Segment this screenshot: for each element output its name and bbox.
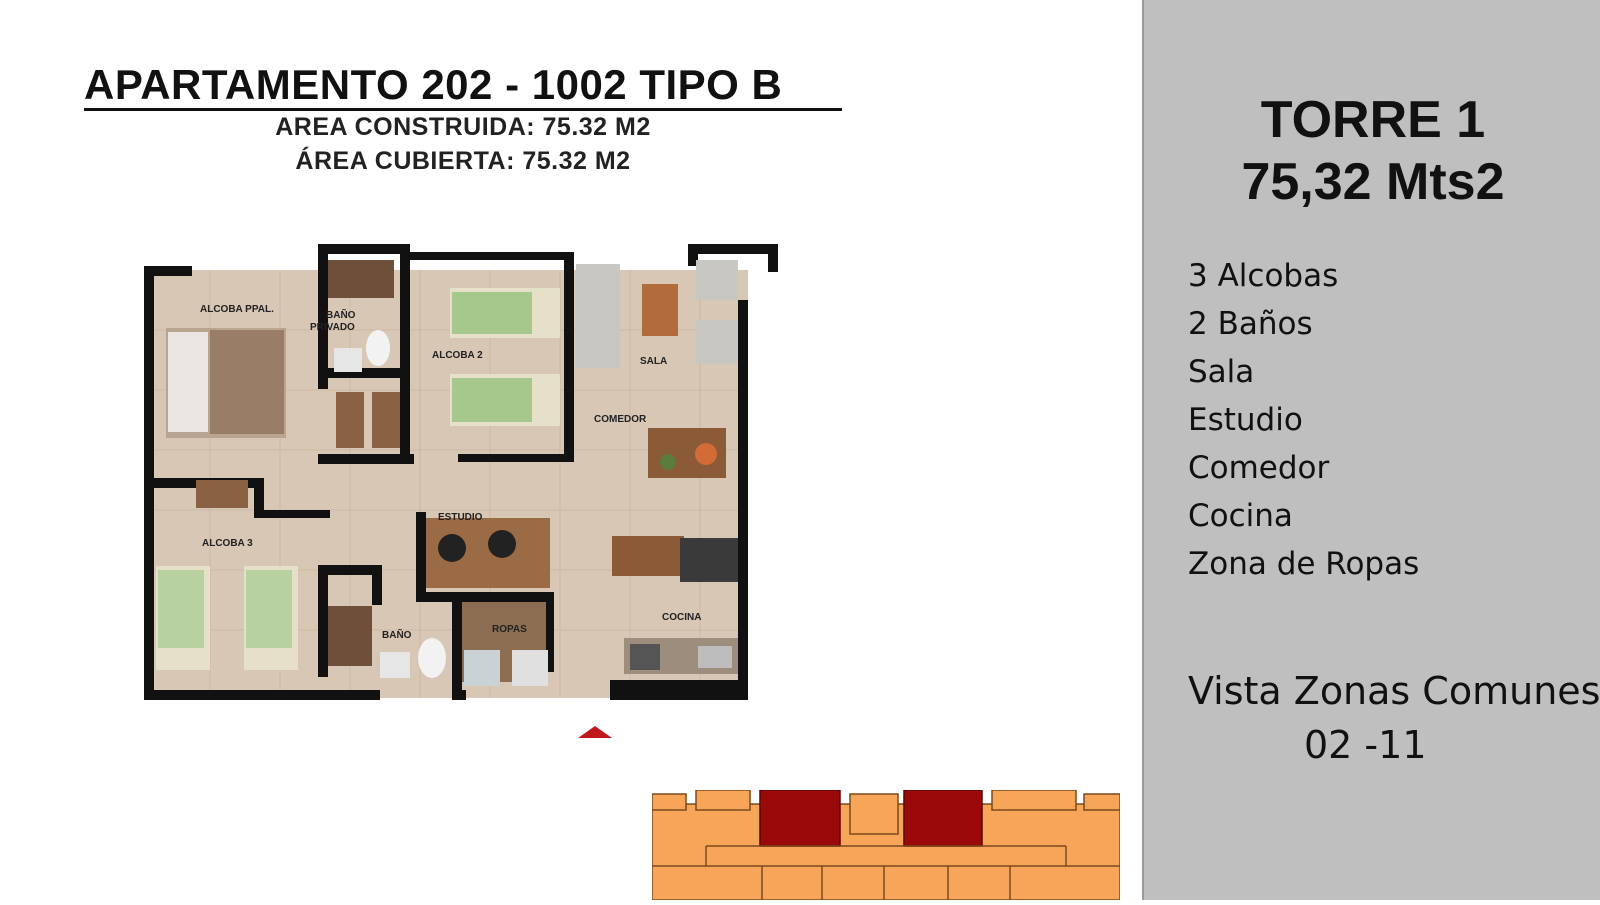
tower-footprint <box>651 789 1121 901</box>
sala-furniture <box>576 260 738 368</box>
walls <box>144 244 778 700</box>
room-label-cocina: COCINA <box>662 612 701 623</box>
room-label-comedor: COMEDOR <box>594 414 647 425</box>
room-label-bano: BAÑO <box>382 628 412 641</box>
feature-item: Zona de Ropas <box>1188 546 1420 582</box>
room-label-ropas: ROPAS <box>492 624 527 635</box>
feature-item: Cocina <box>1188 498 1293 534</box>
vista-range: 02 -11 <box>1304 723 1427 767</box>
comedor-table <box>648 428 726 478</box>
title-underline <box>84 108 842 111</box>
feature-item: Estudio <box>1188 402 1303 438</box>
tower-area: 75,32 Mts2 <box>1241 153 1505 211</box>
area-construida: AREA CONSTRUIDA: 75.32 M2 <box>275 113 651 141</box>
estudio-desk <box>426 518 550 588</box>
feature-list: 3 Alcobas 2 Baños Sala Estudio Comedor C… <box>1188 252 1419 588</box>
info-panel: TORRE 1 75,32 Mts2 3 Alcobas 2 Baños Sal… <box>1142 0 1600 900</box>
ropas-fixtures <box>462 602 548 686</box>
bed-alcoba-2 <box>450 288 560 426</box>
area-cubierta: ÁREA CUBIERTA: 75.32 M2 <box>295 147 631 175</box>
bathroom-fixtures <box>328 260 446 678</box>
entrance-arrow-icon <box>578 726 612 738</box>
tower-name: TORRE 1 <box>1260 91 1486 149</box>
vista-label: Vista Zonas Comunes <box>1188 669 1600 713</box>
room-label-alcoba-2: ALCOBA 2 <box>432 350 483 361</box>
page-title: APARTAMENTO 202 - 1002 TIPO B <box>84 61 783 108</box>
room-label-bano-privado-2: PRIVADO <box>310 322 355 333</box>
feature-item: Comedor <box>1188 450 1330 486</box>
room-label-estudio: ESTUDIO <box>438 512 483 523</box>
room-label-bano-privado-1: BAÑO <box>326 308 356 321</box>
closets <box>196 392 400 508</box>
bed-alcoba-ppal <box>166 328 286 438</box>
feature-item: 2 Baños <box>1188 306 1313 342</box>
room-label-sala: SALA <box>640 356 667 367</box>
feature-item: Sala <box>1188 354 1255 390</box>
floor-plan: ALCOBA PPAL. BAÑO PRIVADO ALCOBA 2 SALA … <box>140 240 800 740</box>
beds-alcoba-3 <box>156 566 298 670</box>
feature-item: 3 Alcobas <box>1188 258 1339 294</box>
room-label-alcoba-3: ALCOBA 3 <box>202 538 253 549</box>
floor-plan-drawing: ALCOBA PPAL. BAÑO PRIVADO ALCOBA 2 SALA … <box>144 244 778 700</box>
tower-footprint-drawing <box>651 789 1121 901</box>
room-label-alcoba-ppal: ALCOBA PPAL. <box>200 304 274 315</box>
cocina-furniture <box>612 536 738 674</box>
